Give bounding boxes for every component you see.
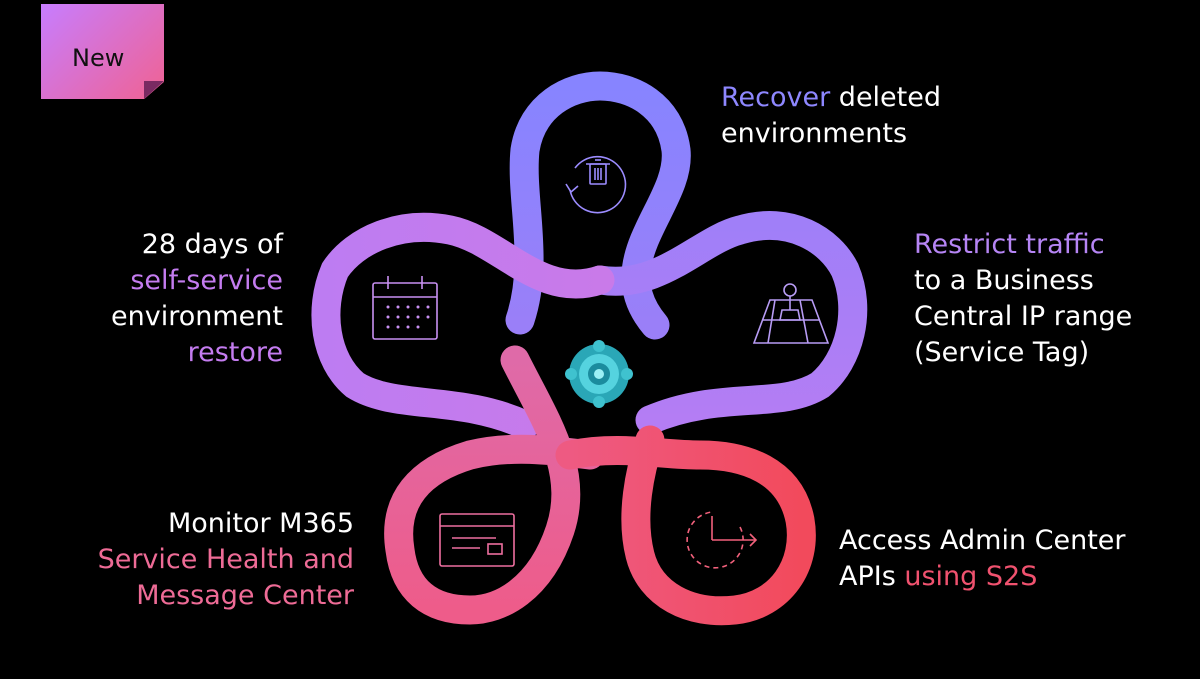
clock-arrow-icon	[686, 511, 758, 569]
loop-apis	[555, 425, 816, 626]
label-restrict-line2: to a Business	[914, 265, 1094, 296]
label-restore: 28 days of self-service environment rest…	[111, 227, 283, 371]
calendar-icon	[372, 276, 438, 340]
label-apis-line1: Access Admin Center	[839, 525, 1126, 556]
label-restrict: Restrict traffic to a Business Central I…	[914, 227, 1132, 371]
label-recover-line2: environments	[721, 118, 908, 149]
label-restore-line3: environment	[111, 301, 283, 332]
location-map-icon	[752, 283, 830, 344]
label-restore-line1: 28 days of	[141, 229, 283, 260]
label-monitor: Monitor M365 Service Health and Message …	[98, 506, 354, 614]
label-recover: Recover deleted environments	[721, 80, 941, 152]
business-central-logo	[565, 340, 633, 408]
loop-recover	[505, 71, 691, 340]
message-window-icon	[439, 513, 515, 567]
label-restore-accent1: self-service	[130, 265, 283, 296]
loop-restore	[311, 212, 615, 440]
label-monitor-accent1: Service Health and	[97, 544, 354, 575]
label-restrict-line3: Central IP range	[914, 301, 1133, 332]
label-restrict-accent: Restrict traffic	[914, 229, 1105, 260]
label-monitor-line1: Monitor M365	[167, 508, 354, 539]
label-recover-accent: Recover	[721, 82, 831, 113]
label-apis: Access Admin Center APIs using S2S	[839, 523, 1126, 595]
loop-monitor	[384, 345, 605, 625]
label-recover-rest: deleted	[830, 82, 942, 113]
label-monitor-accent2: Message Center	[136, 580, 354, 611]
label-apis-line2: APIs	[839, 561, 905, 592]
new-badge: New	[41, 4, 164, 99]
loop-restrict	[585, 211, 868, 435]
label-restore-accent2: restore	[187, 337, 283, 368]
badge-label: New	[72, 44, 125, 72]
label-restrict-line4: (Service Tag)	[914, 337, 1090, 368]
label-apis-accent: using S2S	[904, 561, 1038, 592]
recycle-bin-icon	[565, 155, 627, 214]
